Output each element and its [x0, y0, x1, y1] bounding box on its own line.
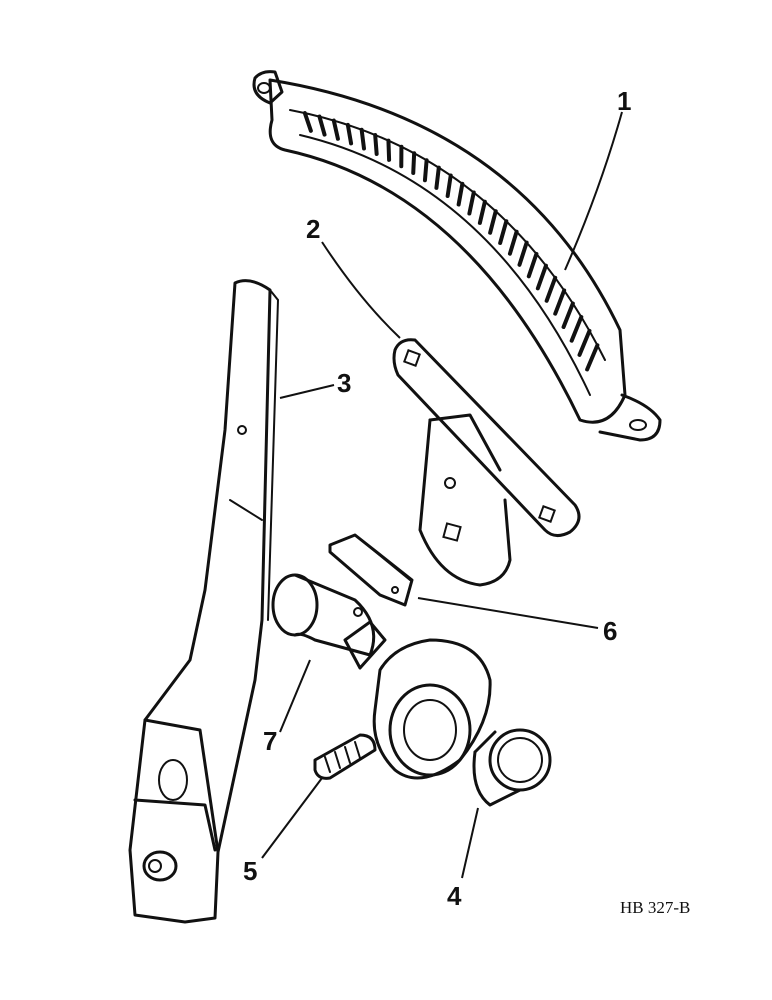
leader-1: [564, 111, 623, 271]
quadrant-notch: [585, 343, 600, 372]
quadrant-notch: [553, 288, 567, 316]
leader-2: [321, 241, 401, 339]
leader-lines: [261, 111, 623, 879]
part-2-bracket: [392, 338, 581, 587]
leader-7: [279, 659, 311, 733]
quadrant-notch: [467, 190, 476, 216]
quadrant-notch: [359, 127, 366, 151]
quadrant-notch: [422, 158, 429, 183]
leader-6: [417, 597, 599, 629]
quadrant-notch: [561, 301, 575, 329]
quadrant-notch: [498, 219, 509, 245]
part-5-bearing-housing: [313, 638, 492, 780]
quadrant-notch: [507, 229, 519, 256]
part-7-sleeve: [271, 573, 387, 670]
quadrant-notch: [331, 118, 340, 141]
quadrant-notch: [411, 151, 417, 176]
quadrant-notch: [456, 181, 465, 207]
callout-6: 6: [603, 616, 617, 646]
part-6-clip: [328, 533, 414, 607]
callout-2: 2: [306, 214, 320, 244]
quadrant-notch: [544, 275, 558, 303]
callout-7: 7: [263, 726, 277, 756]
quadrant-notch: [517, 240, 529, 267]
callout-1: 1: [617, 86, 631, 116]
callout-labels: 1 2 3 4 5 6 7: [243, 86, 631, 911]
quadrant-notch: [577, 328, 592, 357]
quadrant-notch: [535, 263, 548, 291]
callout-5: 5: [243, 856, 257, 886]
quadrant-notch: [445, 173, 453, 199]
leader-5: [261, 777, 323, 859]
callout-3: 3: [337, 368, 351, 398]
part-3-lever-arm: [128, 279, 280, 924]
quadrant-notch: [373, 132, 379, 156]
leader-3: [279, 384, 335, 399]
part-4-ring: [472, 728, 552, 807]
part-1-notched-quadrant: [252, 70, 662, 442]
quadrant-notch: [345, 122, 354, 146]
quadrant-notch: [488, 209, 498, 235]
quadrant-notch: [526, 251, 539, 279]
quadrant-notch: [434, 165, 441, 190]
quadrant-notch: [302, 111, 313, 133]
quadrant-notch: [569, 314, 584, 343]
quadrant-notch: [386, 138, 392, 162]
quadrant-notch: [317, 114, 327, 137]
leader-4: [461, 807, 479, 879]
quadrant-notch: [477, 199, 487, 225]
reference-code: HB 327-B: [620, 898, 690, 917]
callout-4: 4: [447, 881, 462, 911]
